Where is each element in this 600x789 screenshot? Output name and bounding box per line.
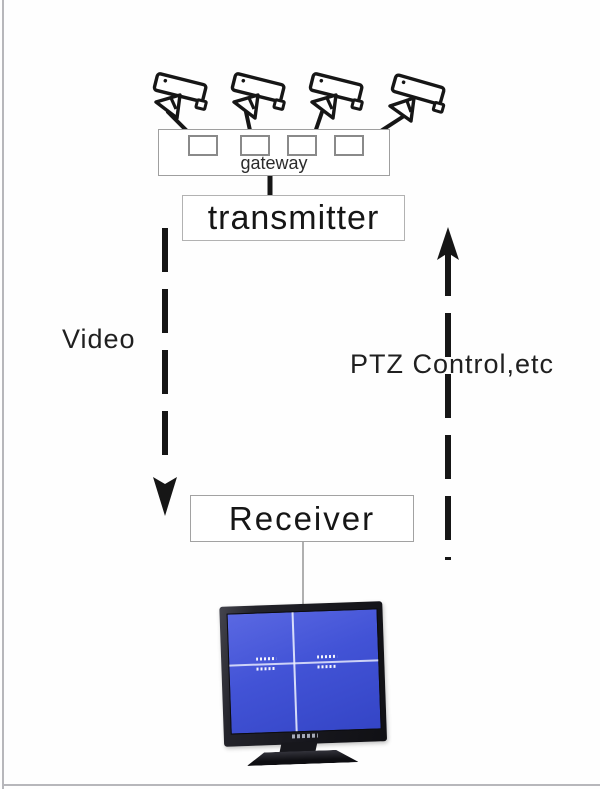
- transmitter-box: transmitter: [182, 195, 405, 241]
- receiver-label: Receiver: [228, 499, 376, 537]
- gateway-label: gateway: [240, 153, 308, 173]
- receiver-box: Receiver: [190, 495, 414, 542]
- cctv-camera-icon: [388, 73, 446, 123]
- monitor-bezel: [219, 601, 388, 747]
- quad-split-vertical-line: [291, 612, 298, 732]
- monitor-brand-mark: [291, 733, 318, 739]
- gateway-box: gateway: [158, 129, 390, 176]
- transmitter-label: transmitter: [207, 198, 380, 237]
- quad-view-monitor: [219, 601, 388, 765]
- osd-camera-label: [317, 664, 338, 669]
- page-border-left: [2, 0, 4, 789]
- cctv-camera-icon: [308, 72, 364, 120]
- osd-camera-label: [256, 656, 277, 661]
- quad-split-horizontal-line: [229, 659, 379, 667]
- osd-camera-label: [256, 666, 277, 671]
- video-flow-label: Video: [62, 324, 136, 354]
- gateway-port: [334, 135, 364, 156]
- page-border-bottom: [2, 784, 600, 786]
- gateway-port: [287, 135, 317, 156]
- cctv-camera-icon: [152, 72, 208, 120]
- cctv-camera-icon: [230, 72, 286, 120]
- gateway-port: [240, 135, 270, 156]
- ptz-flow-label: PTZ Control,etc: [350, 349, 555, 379]
- osd-camera-label: [317, 654, 338, 659]
- gateway-port: [188, 135, 218, 156]
- monitor-screen: [226, 608, 382, 735]
